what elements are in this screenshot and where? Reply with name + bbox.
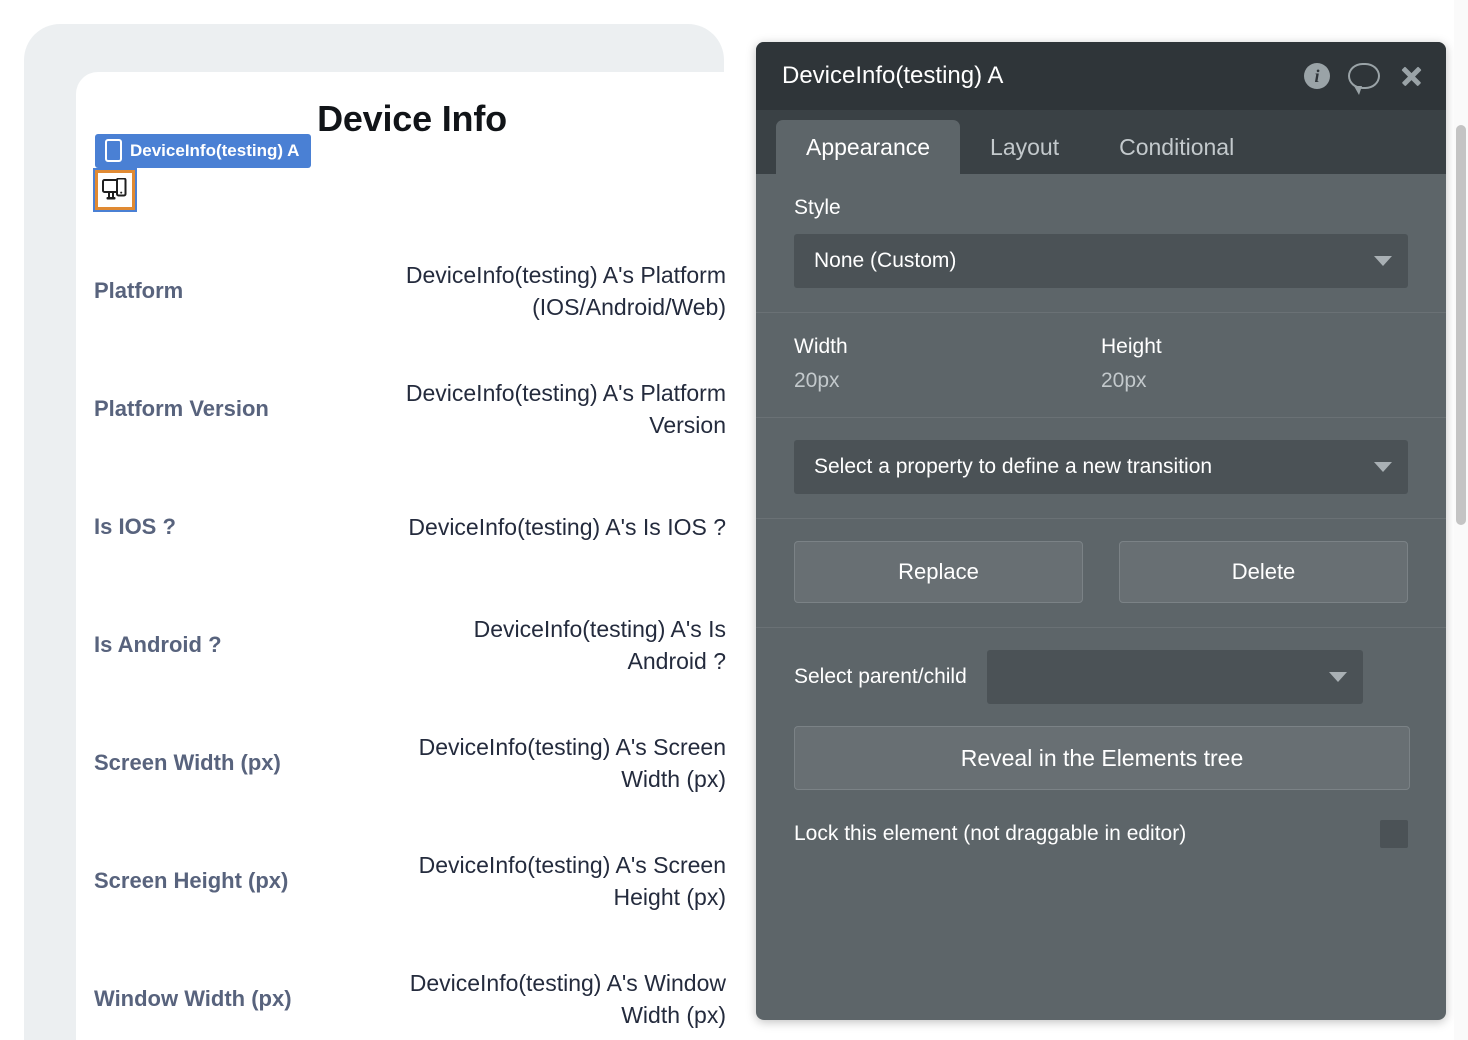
transition-property-placeholder: Select a property to define a new transi… [814, 455, 1213, 478]
panel-header[interactable]: DeviceInfo(testing) A i [756, 42, 1446, 110]
selected-element-badge[interactable]: DeviceInfo(testing) A [95, 134, 312, 168]
reveal-in-elements-tree-button[interactable]: Reveal in the Elements tree [794, 726, 1410, 790]
page-scrollbar[interactable] [1454, 0, 1468, 1040]
lock-element-checkbox[interactable] [1380, 820, 1408, 848]
info-row-value: DeviceInfo(testing) A's Screen Height (p… [418, 851, 726, 910]
height-value[interactable]: 20px [1101, 369, 1147, 392]
actions-section: Replace Delete [756, 519, 1446, 628]
info-row-value: DeviceInfo(testing) A's Platform Version [405, 379, 726, 438]
info-row-value: DeviceInfo(testing) A's Is Android ? [473, 615, 726, 674]
info-row[interactable]: Platform Version DeviceInfo(testing) A's… [76, 350, 748, 468]
tab-appearance[interactable]: Appearance [776, 120, 961, 174]
device-info-list: Platform DeviceInfo(testing) A's Platfor… [76, 232, 748, 1040]
page-canvas[interactable]: Device Info DeviceInfo(testing) A Platfo… [76, 72, 748, 1040]
select-parent-child-label: Select parent/child [794, 665, 967, 688]
select-parent-child-field: Select parent/child [794, 650, 1408, 704]
info-row-label: Is Android ? [94, 632, 222, 658]
height-label: Height [1101, 335, 1162, 358]
lock-element-row: Lock this element (not draggable in edit… [794, 820, 1408, 848]
transition-section: Select a property to define a new transi… [756, 418, 1446, 519]
info-row-label: Window Width (px) [94, 986, 292, 1012]
chevron-down-icon [1374, 256, 1392, 266]
selected-element-label: DeviceInfo(testing) A [130, 140, 300, 160]
info-row-value: DeviceInfo(testing) A's Is IOS ? [408, 513, 726, 540]
info-row-label: Platform [94, 278, 184, 304]
panel-header-icons: i [1304, 63, 1424, 95]
panel-tabs: Appearance Layout Conditional [756, 110, 1446, 174]
info-row-value: DeviceInfo(testing) A's Platform (IOS/An… [405, 261, 726, 320]
info-row[interactable]: Platform DeviceInfo(testing) A's Platfor… [76, 232, 748, 350]
mobile-phone-icon [105, 139, 122, 162]
info-row[interactable]: Window Width (px) DeviceInfo(testing) A'… [76, 940, 748, 1040]
style-select-value: None (Custom) [814, 249, 957, 272]
info-row-label: Platform Version [94, 396, 269, 422]
info-icon[interactable]: i [1304, 63, 1330, 89]
panel-body: Style None (Custom) Width 20px Height 20… [756, 174, 1446, 1020]
info-row[interactable]: Is Android ? DeviceInfo(testing) A's Is … [76, 586, 748, 704]
parent-child-select[interactable] [986, 650, 1363, 704]
chevron-down-icon [1328, 672, 1347, 682]
panel-title: DeviceInfo(testing) A [782, 62, 1004, 89]
tab-conditional[interactable]: Conditional [1119, 133, 1235, 160]
device-preview-frame: Device Info DeviceInfo(testing) A Platfo… [24, 24, 748, 1040]
info-row-label: Screen Width (px) [94, 750, 281, 776]
tab-layout[interactable]: Layout [990, 133, 1060, 160]
lock-element-label: Lock this element (not draggable in edit… [794, 822, 1187, 845]
delete-button[interactable]: Delete [1119, 541, 1408, 603]
tree-section: Select parent/child Reveal in the Elemen… [756, 628, 1446, 872]
info-row-value: DeviceInfo(testing) A's Screen Width (px… [418, 733, 726, 792]
chevron-down-icon [1374, 462, 1392, 472]
info-row[interactable]: Screen Height (px) DeviceInfo(testing) A… [76, 822, 748, 940]
style-section: Style None (Custom) [756, 174, 1446, 313]
dimensions-section: Width 20px Height 20px [756, 313, 1446, 418]
info-row-label: Is IOS ? [94, 514, 176, 540]
responsive-device-icon[interactable] [93, 168, 137, 212]
height-field: Height 20px [1101, 335, 1408, 393]
responsive-device-icon-glyph [102, 178, 127, 200]
info-row-value: DeviceInfo(testing) A's Window Width (px… [409, 969, 726, 1028]
page-title: Device Info [317, 98, 507, 139]
width-label: Width [794, 335, 848, 358]
page-scrollbar-thumb[interactable] [1456, 125, 1466, 525]
comment-icon[interactable] [1348, 63, 1380, 95]
width-value[interactable]: 20px [794, 369, 840, 392]
style-label: Style [794, 196, 841, 219]
replace-button[interactable]: Replace [794, 541, 1083, 603]
style-select[interactable]: None (Custom) [794, 234, 1408, 288]
transition-property-select[interactable]: Select a property to define a new transi… [794, 440, 1408, 494]
width-field: Width 20px [794, 335, 1101, 393]
info-row-label: Screen Height (px) [94, 868, 289, 894]
info-row[interactable]: Is IOS ? DeviceInfo(testing) A's Is IOS … [76, 468, 748, 586]
property-editor-panel: DeviceInfo(testing) A i Appearance Layou… [756, 42, 1446, 1020]
info-row[interactable]: Screen Width (px) DeviceInfo(testing) A'… [76, 704, 748, 822]
close-icon[interactable] [1398, 63, 1424, 89]
